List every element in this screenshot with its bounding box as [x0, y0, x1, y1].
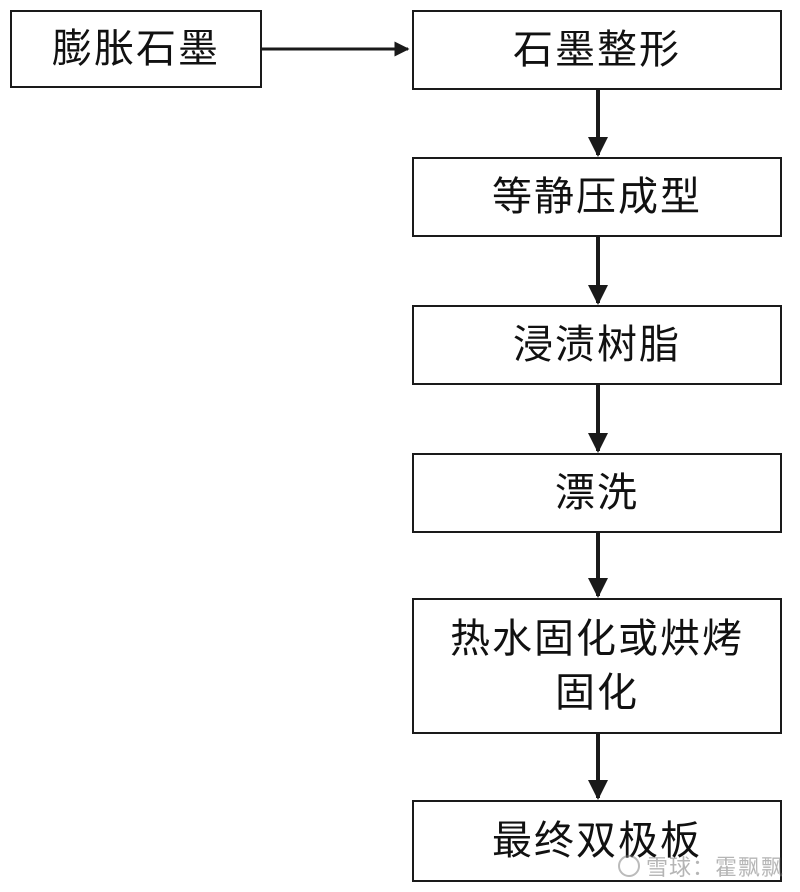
process-box-graphite-shaping: 石墨整形	[412, 10, 782, 90]
process-box-label: 漂洗	[555, 470, 639, 516]
process-box-label: 石墨整形	[513, 27, 681, 73]
process-box-resin-impregnation: 浸渍树脂	[412, 305, 782, 385]
process-box-label: 热水固化或烘烤固化	[450, 616, 744, 716]
watermark-text: 雪球：霍飘飘	[645, 856, 784, 881]
watermark: 雪球：霍飘飘	[617, 850, 784, 882]
process-box-isostatic-pressing: 等静压成型	[412, 157, 782, 237]
process-box-curing: 热水固化或烘烤固化	[412, 598, 782, 734]
process-box-label: 浸渍树脂	[513, 322, 681, 368]
process-box-expanded-graphite: 膨胀石墨	[10, 10, 262, 88]
process-box-label: 最终双极板	[492, 818, 702, 864]
process-box-label: 等静压成型	[492, 174, 702, 220]
process-box-label: 膨胀石墨	[52, 26, 220, 72]
process-box-final-bipolar-plate: 最终双极板	[412, 800, 782, 882]
snowball-logo-icon	[617, 855, 640, 877]
process-box-rinsing: 漂洗	[412, 453, 782, 533]
